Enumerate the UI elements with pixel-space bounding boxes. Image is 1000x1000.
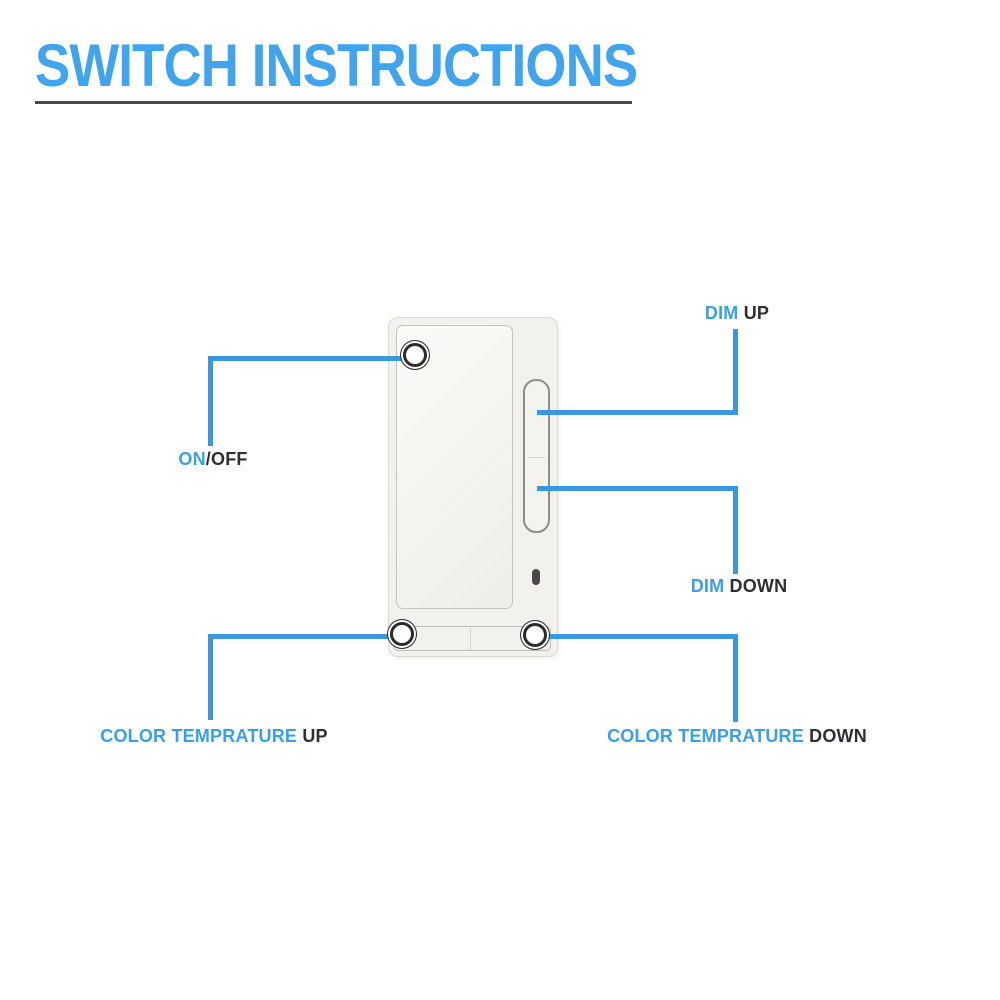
on-off-button [403,343,427,367]
connector-color-temp-down-horizontal [548,634,738,639]
page-title: SWITCH INSTRUCTIONS [35,32,638,99]
label-color-temp-down: COLOR TEMPRATURE DOWN [537,726,937,747]
label-dim-up-rest: UP [743,303,770,323]
label-dim-up-highlight: DIM [704,303,744,323]
label-on-off-rest: /OFF [205,449,248,469]
label-dim-down: DIM DOWN [639,576,839,597]
connector-dim-up-horizontal [537,410,738,415]
label-color-temp-up: COLOR TEMPRATURE UP [14,726,414,747]
label-color-temp-down-highlight: COLOR TEMPRATURE [607,726,810,746]
label-on-off: ON/OFF [113,449,313,470]
label-dim-down-highlight: DIM [690,576,730,596]
color-temp-rail-divider [470,627,471,650]
label-on-off-highlight: ON [178,449,206,469]
label-color-temp-up-rest: UP [302,726,328,746]
title-underline [35,101,632,104]
connector-on-off-horizontal [208,356,404,361]
label-color-temp-up-highlight: COLOR TEMPRATURE [100,726,303,746]
status-led-icon [532,569,540,585]
connector-color-temp-up-vertical [208,634,213,720]
connector-dim-down-vertical [733,486,738,574]
connector-color-temp-up-horizontal [208,634,403,639]
connector-on-off-vertical [208,356,213,446]
label-dim-down-rest: DOWN [729,576,788,596]
switch-paddle [396,325,513,609]
color-temp-up-button [390,622,414,646]
dim-rocker-divider [528,457,545,458]
connector-color-temp-down-vertical [733,634,738,722]
dim-rocker [523,379,550,533]
connector-dim-down-horizontal [537,486,738,491]
color-temp-down-button [523,623,547,647]
connector-dim-up-vertical [733,329,738,415]
label-color-temp-down-rest: DOWN [809,726,867,746]
label-dim-up: DIM UP [637,303,837,324]
